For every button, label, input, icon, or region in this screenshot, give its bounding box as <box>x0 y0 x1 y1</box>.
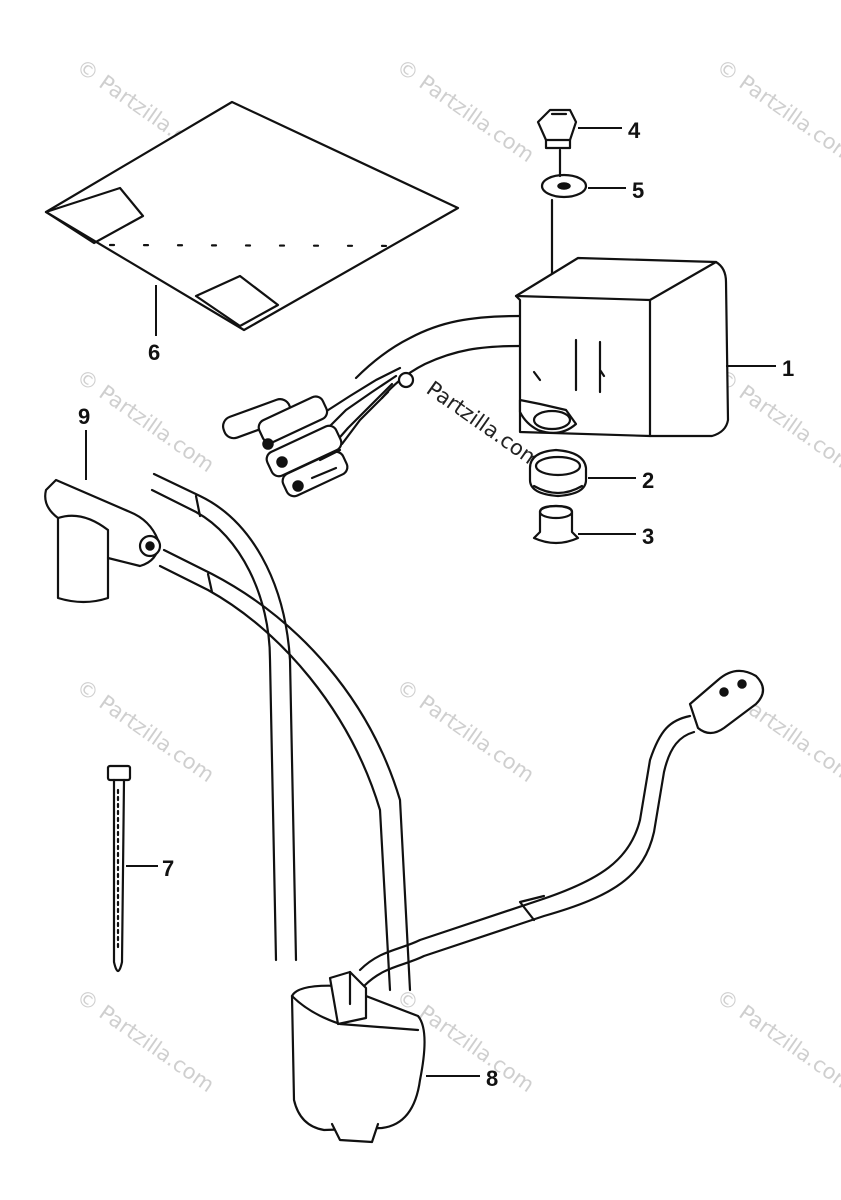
watermark: © Partzilla.com <box>392 674 539 787</box>
watermark: © Partzilla.com <box>72 984 219 1097</box>
part-2-grommet[interactable] <box>528 448 588 498</box>
part-8-ignition-coil[interactable] <box>150 472 765 1144</box>
callout-5: 5 <box>632 178 644 203</box>
callout-4: 4 <box>628 118 641 143</box>
callout-6: 6 <box>148 340 160 365</box>
part-7-cable-tie[interactable] <box>106 764 132 973</box>
watermark: © Partzilla.com <box>712 54 841 167</box>
watermark: © Partzilla.com <box>392 54 539 167</box>
part-5-washer[interactable] <box>540 173 588 199</box>
part-9-spark-plug-boot[interactable] <box>44 478 162 604</box>
watermark: © Partzilla.com <box>712 364 841 477</box>
callout-2: 2 <box>642 468 654 493</box>
callout-1: 1 <box>782 356 794 381</box>
callout-8: 8 <box>486 1066 498 1091</box>
part-4-nut[interactable] <box>536 108 578 150</box>
part-1-cd-module[interactable] <box>220 256 730 499</box>
part-6-decal-sheet[interactable] <box>44 100 460 332</box>
watermark: © Partzilla.com <box>712 984 841 1097</box>
callout-9: 9 <box>78 404 90 429</box>
watermark: © Partzilla.com <box>72 674 219 787</box>
callout-7: 7 <box>162 856 174 881</box>
callout-3: 3 <box>642 524 654 549</box>
watermark: © Partzilla.com <box>72 364 219 477</box>
part-3-bushing[interactable] <box>532 504 580 545</box>
